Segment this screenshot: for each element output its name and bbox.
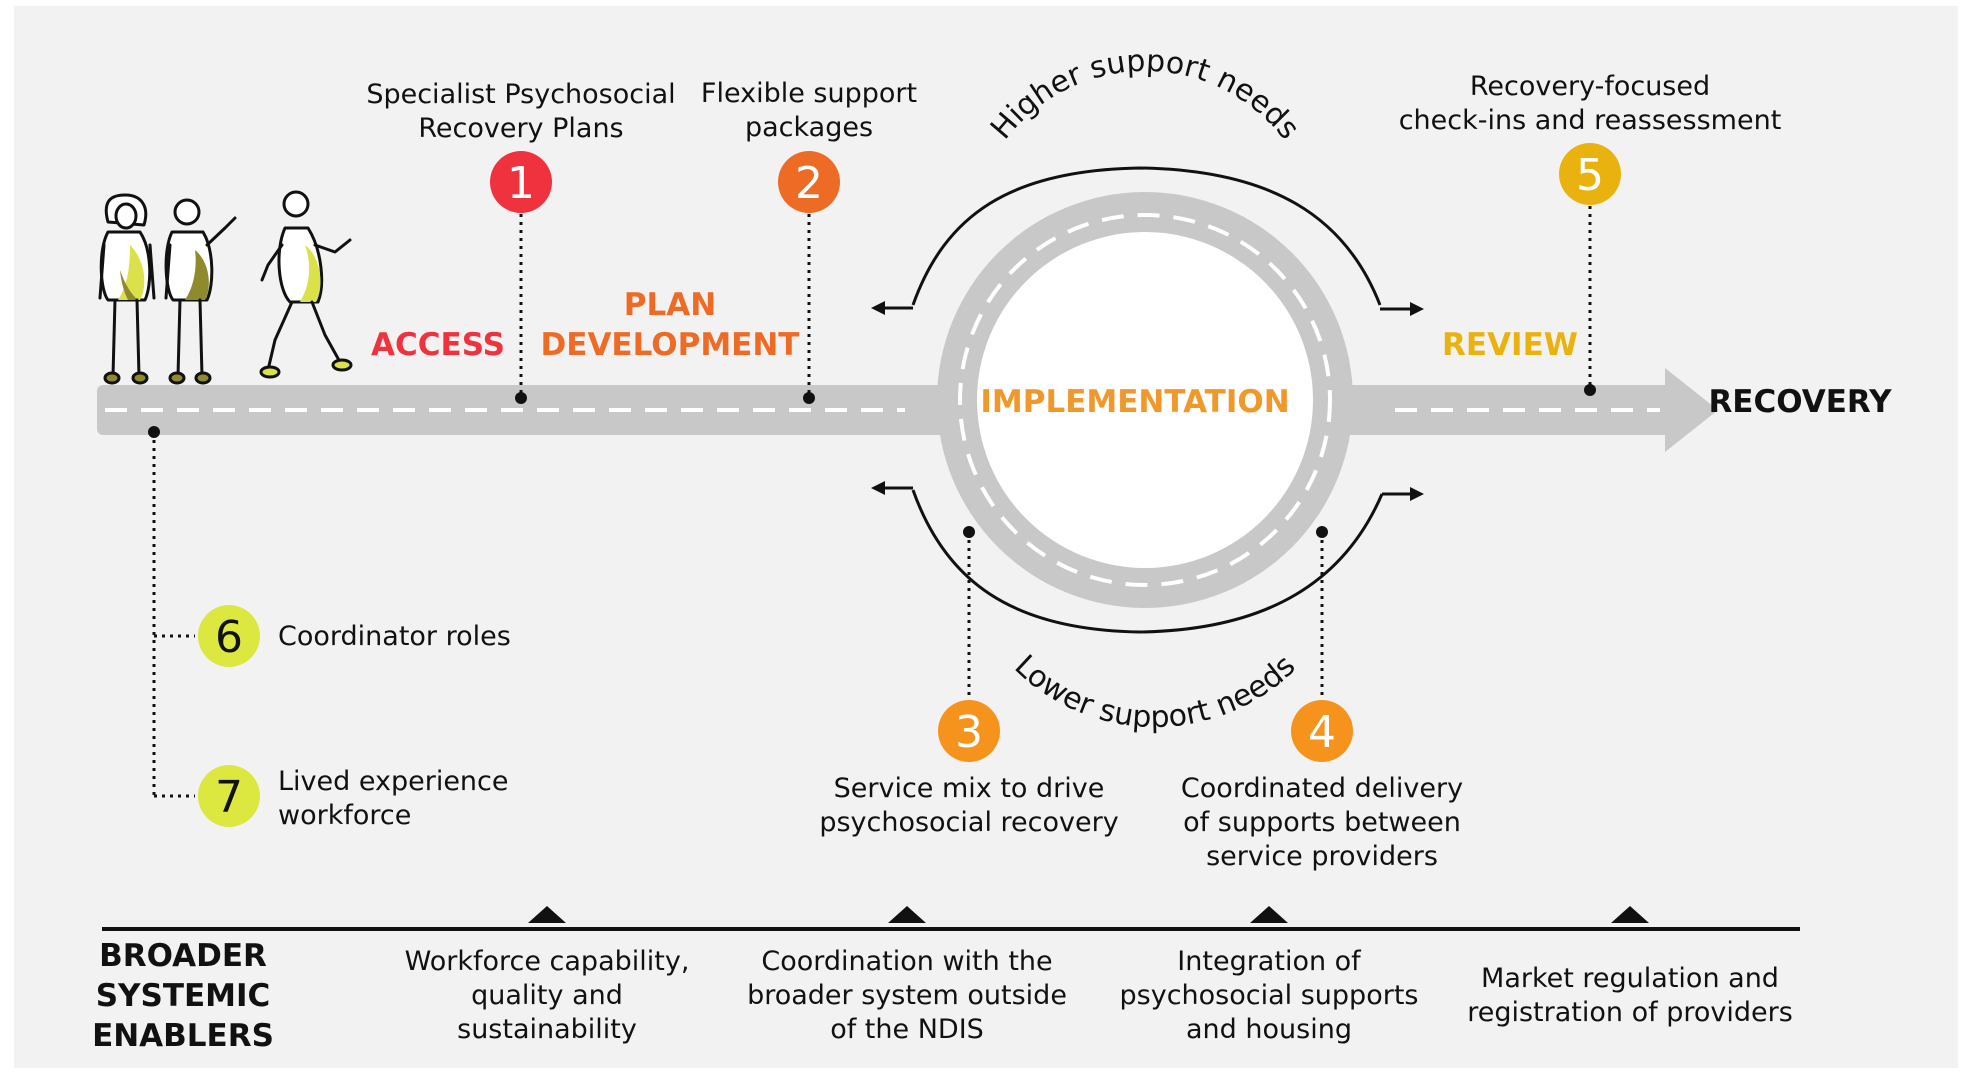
enabler-4-line2: registration of providers [1467, 997, 1793, 1028]
callout-2-line2: packages [745, 112, 873, 143]
enabler-3-line2: psychosocial supports [1120, 980, 1419, 1011]
enabler-3-line1: Integration of [1177, 946, 1362, 977]
badge-2 [778, 151, 840, 213]
arrowhead-icon [871, 301, 885, 315]
callout-4-line1: Coordinated delivery [1181, 773, 1463, 804]
badge-2-number: 2 [795, 158, 823, 209]
badge-3 [938, 700, 1000, 762]
enabler-1-line1: Workforce capability, [405, 946, 690, 977]
callout-5-line1: Recovery-focused [1470, 71, 1710, 102]
enabler-1-line2: quality and [471, 980, 623, 1011]
enabler-marker [528, 906, 566, 923]
callout-7-line1: Lived experience [278, 766, 509, 797]
callout-5-line2: check-ins and reassessment [1399, 105, 1782, 136]
callout-2: Flexible support packages 2 [701, 78, 917, 404]
badge-6 [198, 605, 260, 667]
badge-1 [490, 151, 552, 213]
roundabout [937, 192, 1353, 608]
callout-4: 4 Coordinated delivery of supports betwe… [1181, 526, 1463, 872]
badge-5 [1559, 143, 1621, 205]
enablers-heading-line1: BROADER [99, 938, 267, 974]
badge-7-number: 7 [215, 772, 243, 823]
callout-1: Specialist Psychosocial Recovery Plans 1 [366, 79, 676, 404]
enablers-heading-line2: SYSTEMIC [96, 978, 271, 1014]
enabler-4-line1: Market regulation and [1481, 963, 1779, 994]
person-figure [259, 190, 353, 379]
diagram-background [14, 6, 1958, 1068]
arrowhead-icon [871, 481, 885, 495]
callout-3: 3 Service mix to drive psychosocial reco… [819, 526, 1119, 838]
badge-4-number: 4 [1308, 707, 1336, 758]
enabler-marker [1611, 906, 1649, 923]
callout-7-line2: workforce [278, 800, 411, 831]
badge-1-number: 1 [507, 158, 535, 209]
enablers-heading-line3: ENABLERS [92, 1018, 274, 1054]
stage-implementation: IMPLEMENTATION [980, 384, 1289, 420]
workforce-callouts: 6 Coordinator roles 7 Lived experience w… [148, 426, 511, 831]
callout-1-line1: Specialist Psychosocial [366, 79, 675, 110]
badge-7 [198, 765, 260, 827]
callout-1-line2: Recovery Plans [418, 113, 623, 144]
badge-5-number: 5 [1576, 150, 1604, 201]
arrow-right-icon [1665, 368, 1718, 452]
stage-plan: PLAN [624, 287, 716, 323]
enabler-marker [1250, 906, 1288, 923]
callout-5: Recovery-focused check-ins and reassessm… [1399, 71, 1782, 396]
callout-3-line1: Service mix to drive [834, 773, 1105, 804]
enabler-2-line1: Coordination with the [761, 946, 1052, 977]
callout-6-line1: Coordinator roles [278, 621, 511, 652]
stage-access: ACCESS [371, 327, 505, 363]
callout-3-line2: psychosocial recovery [819, 807, 1118, 838]
stage-review: REVIEW [1442, 327, 1578, 363]
person-figure [98, 193, 156, 385]
stage-development: DEVELOPMENT [541, 327, 800, 363]
enabler-2-line3: of the NDIS [830, 1014, 984, 1045]
enabler-1-line3: sustainability [457, 1014, 637, 1045]
person-figure [164, 198, 237, 385]
stage-recovery: RECOVERY [1708, 384, 1892, 420]
callout-4-line3: service providers [1206, 841, 1438, 872]
enabler-3-line3: and housing [1186, 1014, 1352, 1045]
badge-6-number: 6 [215, 612, 243, 663]
enabler-marker [888, 906, 926, 923]
people-walking-icon [98, 190, 353, 385]
callout-2-line1: Flexible support [701, 78, 917, 109]
badge-4 [1291, 700, 1353, 762]
systemic-enablers: BROADER SYSTEMIC ENABLERS Workforce capa… [92, 906, 1800, 1054]
badge-3-number: 3 [955, 707, 983, 758]
arrowhead-icon [1410, 302, 1424, 316]
arrowhead-icon [1410, 487, 1424, 501]
callout-4-line2: of supports between [1183, 807, 1461, 838]
enabler-2-line2: broader system outside [747, 980, 1067, 1011]
